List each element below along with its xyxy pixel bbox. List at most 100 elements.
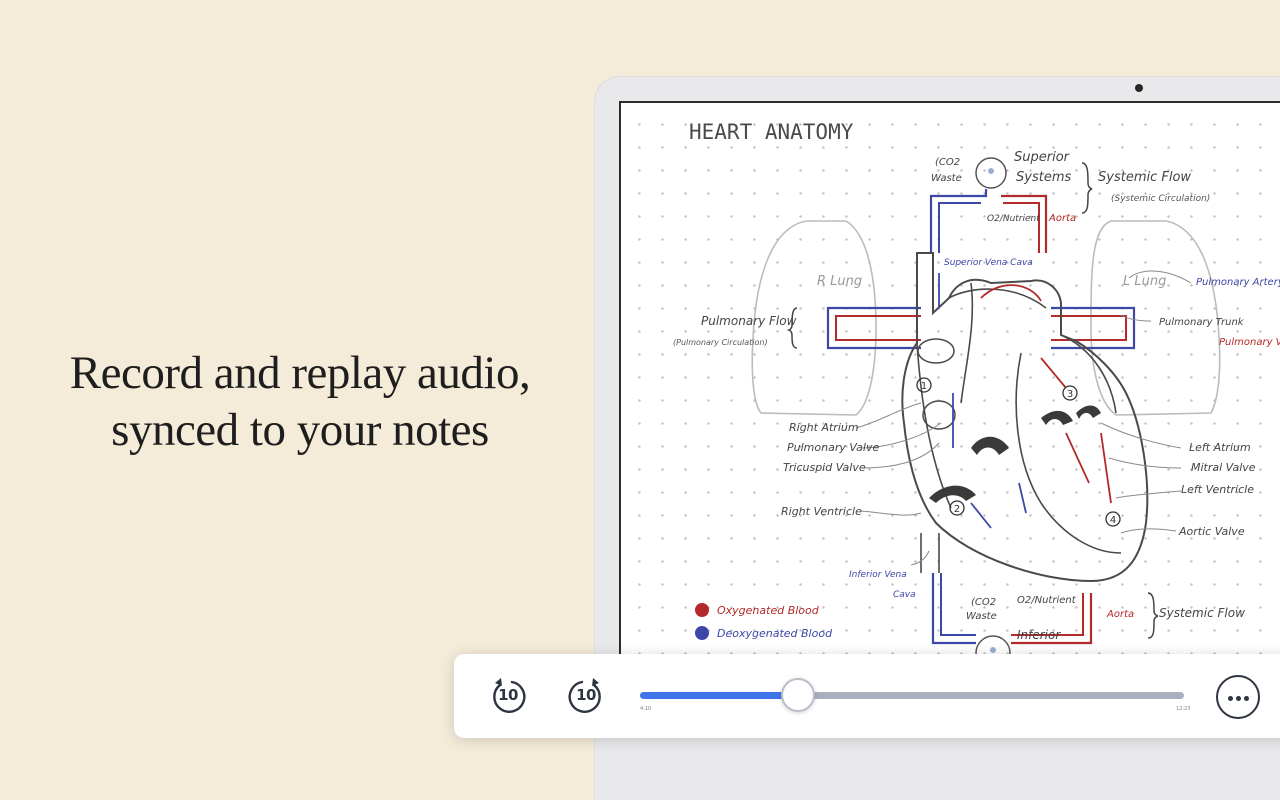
inferior-system-circle	[975, 635, 1011, 659]
label-aortic-valve: Aortic Valve	[1178, 525, 1245, 538]
mitral-valve-shape	[1041, 410, 1073, 425]
label-mitral-valve: Mitral Valve	[1191, 461, 1256, 474]
aorta-top-outer	[1001, 194, 1048, 253]
marker-3: 3	[1067, 389, 1073, 400]
label-inferior: Inferior	[1017, 628, 1061, 642]
more-horizontal-icon	[1228, 696, 1233, 701]
aortic-valve-shape	[1076, 405, 1101, 419]
vena-cava-opening	[917, 338, 955, 364]
progress-fill	[640, 692, 798, 699]
rewind-icon	[493, 678, 526, 713]
heart-inner-line-2	[960, 282, 974, 404]
aorta-bottom-inner	[1011, 593, 1084, 636]
label-pulmonary-trunk: Pulmonary Trunk	[1159, 317, 1245, 328]
flow-arrow-6	[1040, 357, 1067, 389]
marker-3-circle	[1062, 385, 1078, 401]
aorta-bottom-outer	[1011, 593, 1093, 645]
marker-1-circle	[916, 377, 932, 393]
pulmonary-left-outer	[826, 306, 921, 350]
left-atrium-line	[1060, 334, 1117, 414]
label-o2-nutrient-bottom: O2/Nutrient	[1017, 595, 1077, 606]
label-o2-nutrient-top: O2/Nutrient	[987, 214, 1040, 224]
label-l-lung: L Lung	[1123, 274, 1166, 289]
tricuspid-valve-shape	[929, 485, 976, 503]
systemic-bracket-top	[1081, 162, 1093, 214]
flow-arrow-7	[1065, 432, 1090, 484]
superior-system-circle	[975, 157, 1007, 189]
label-left-ventricle: Left Ventricle	[1181, 483, 1254, 496]
marker-2-circle	[949, 500, 965, 516]
systemic-bracket-bottom	[1147, 592, 1159, 639]
note-canvas[interactable]: HEART ANATOMY	[619, 101, 1280, 661]
marker-4-circle	[1105, 511, 1121, 527]
label-pulmonary-vein: Pulmonary Vein	[1219, 337, 1280, 348]
septum-line	[1015, 352, 1122, 554]
label-aorta-top: Aorta	[1048, 213, 1076, 224]
inferior-system-dot	[990, 647, 996, 653]
label-waste-bottom: Waste	[966, 611, 997, 622]
camera-icon	[1135, 84, 1143, 92]
heart-diagram: HEART ANATOMY	[673, 120, 1280, 659]
label-right-ventricle: Right Ventricle	[781, 505, 862, 518]
label-tricuspid-valve: Tricuspid Valve	[783, 461, 866, 474]
forward-seconds: 10	[576, 686, 596, 704]
vena-cava-top-inner	[938, 202, 981, 253]
label-left-atrium: Left Atrium	[1189, 441, 1251, 454]
elapsed-time: 4:10	[640, 706, 652, 712]
more-options-button[interactable]	[1216, 675, 1260, 719]
pulmonary-valve-shape	[971, 436, 1009, 455]
label-systemic-flow-top: Systemic Flow	[1098, 170, 1191, 185]
vena-cava-top-outer	[929, 189, 988, 253]
label-aorta-bottom: Aorta	[1106, 609, 1134, 620]
progress-track[interactable]	[640, 678, 1184, 712]
rewind-seconds: 10	[498, 686, 518, 704]
legend-oxygenated-dot	[695, 603, 709, 617]
label-pulmonary-flow: Pulmonary Flow	[701, 314, 797, 328]
label-right-atrium: Right Atrium	[789, 421, 859, 434]
forward-10-button[interactable]: 10	[566, 676, 606, 716]
label-cava: Cava	[893, 590, 916, 600]
heart-outline	[901, 252, 1149, 583]
legend-oxygenated-label: Oxygenated Blood	[717, 604, 820, 617]
label-pulmonary-artery: Pulmonary Artery	[1196, 277, 1280, 288]
leader-lines	[855, 270, 1192, 566]
total-time: 12:23	[1176, 706, 1191, 712]
label-pulmonary-valve: Pulmonary Valve	[787, 441, 879, 454]
label-inferior-vena: Inferior Vena	[849, 570, 907, 580]
label-superior: Superior	[1014, 150, 1071, 165]
label-superior-vena-cava: Superior Vena Cava	[944, 258, 1033, 268]
vena-cava-bottom-outer	[931, 573, 976, 645]
marker-1: 1	[921, 381, 927, 392]
label-systemic-flow-bottom: Systemic Flow	[1159, 606, 1245, 620]
audio-player-bar: 10 10 4:10 12:23	[454, 654, 1280, 738]
handwritten-labels: (CO2 Waste Superior Systems Systemic Flo…	[673, 150, 1280, 642]
label-r-lung: R Lung	[817, 274, 862, 289]
headline-line-1: Record and replay audio,	[69, 347, 531, 399]
label-co2-top: (CO2	[935, 157, 960, 168]
legend-deoxygenated-label: Deoxygenated Blood	[717, 627, 833, 640]
vena-cava-bottom-inner	[940, 573, 976, 636]
forward-icon	[568, 678, 601, 713]
pulmonary-right-inner	[1051, 315, 1127, 341]
rewind-10-button[interactable]: 10	[488, 676, 528, 716]
headline-line-2: synced to your notes	[111, 404, 489, 456]
label-co2-bottom: (CO2	[971, 597, 996, 608]
label-systems: Systems	[1016, 170, 1071, 185]
pulmonary-right-outer	[1051, 306, 1136, 350]
marker-4: 4	[1110, 515, 1116, 526]
left-lung-outline	[1090, 220, 1221, 416]
right-lung-outline	[751, 220, 877, 416]
superior-system-dot	[988, 168, 994, 174]
flow-arrow-8	[1100, 432, 1112, 504]
more-dot-2	[1236, 696, 1241, 701]
label-waste-top: Waste	[931, 173, 962, 184]
pulmonary-bracket	[786, 307, 798, 349]
headline: Record and replay audio, synced to your …	[30, 345, 570, 459]
legend-deoxygenated-dot	[695, 626, 709, 640]
aortic-arch-line	[948, 288, 1047, 309]
scrubber-handle[interactable]	[780, 678, 815, 712]
note-title: HEART ANATOMY	[689, 120, 854, 144]
inferior-vena-cava-tube	[920, 533, 940, 573]
label-pulmonary-circulation: (Pulmonary Circulation)	[673, 338, 768, 347]
label-systemic-circulation: (Systemic Circulation)	[1111, 194, 1210, 204]
